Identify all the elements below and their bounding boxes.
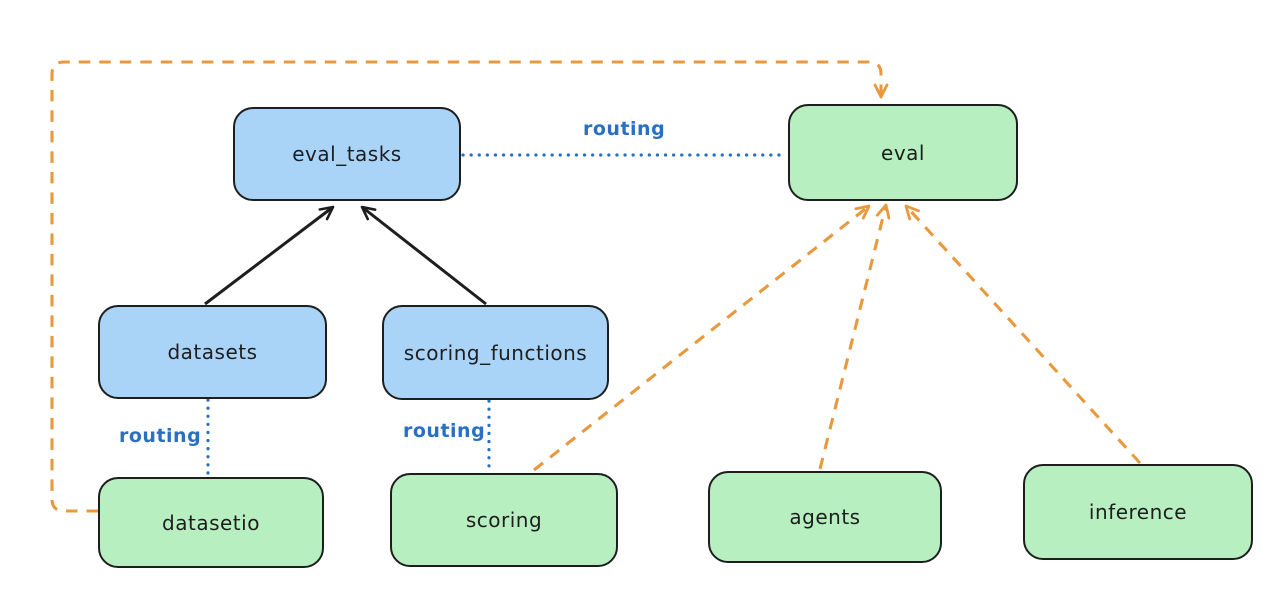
node-eval: eval: [788, 104, 1018, 201]
edge-agents-to-eval: [818, 203, 891, 470]
node-datasetio: datasetio: [98, 477, 324, 568]
node-scoring-functions-label: scoring_functions: [403, 340, 588, 365]
edge-label-routing-scoring-functions-scoring: routing: [403, 420, 486, 442]
node-inference-label: inference: [1088, 500, 1188, 524]
node-scoring: scoring: [390, 473, 618, 567]
edge-label-routing-datasets-datasetio: routing: [119, 425, 202, 447]
edge-scoring-to-eval: [533, 204, 871, 472]
node-agents: agents: [708, 471, 942, 563]
edge-inference-to-eval: [904, 204, 1142, 465]
node-datasetio-label: datasetio: [162, 510, 260, 535]
node-eval-tasks-label: eval_tasks: [292, 142, 402, 166]
edge-datasetio-to-eval: [50, 60, 889, 513]
node-datasets-label: datasets: [167, 340, 258, 364]
node-scoring-functions: scoring_functions: [382, 305, 609, 400]
node-scoring-label: scoring: [465, 508, 543, 532]
node-eval-label: eval: [881, 140, 925, 165]
edge-scoring-functions-to-eval-tasks: [360, 205, 487, 306]
edge-datasets-to-eval-tasks: [204, 205, 335, 306]
node-agents-label: agents: [789, 505, 861, 529]
node-inference: inference: [1023, 464, 1253, 560]
edge-label-routing-eval-tasks-eval: routing: [583, 118, 666, 140]
node-datasets: datasets: [98, 305, 327, 399]
node-eval-tasks: eval_tasks: [233, 107, 461, 201]
